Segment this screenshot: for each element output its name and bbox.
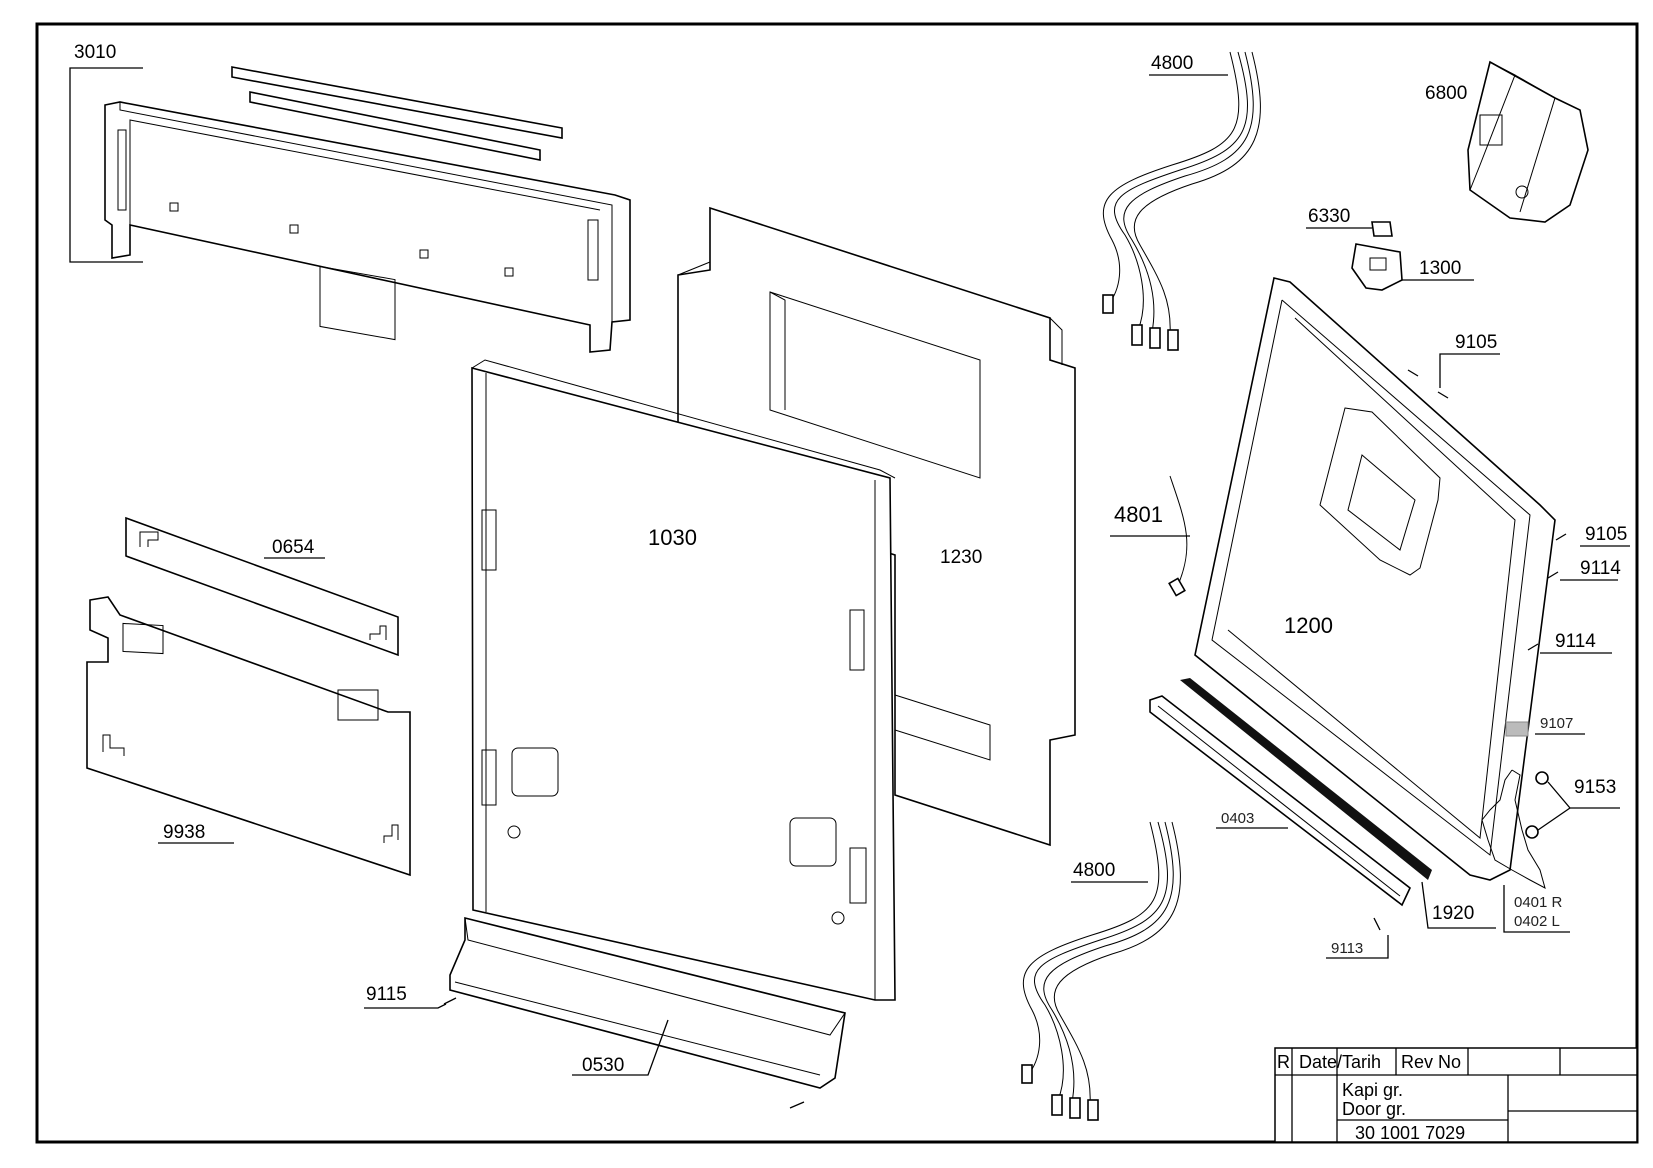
label-1920: 1920	[1432, 903, 1474, 924]
cardboard-panel-part	[86, 596, 411, 877]
label-9938: 9938	[163, 822, 205, 843]
bottom-strip-part	[449, 916, 846, 1089]
door-lock-part	[1351, 221, 1403, 291]
label-4800-top: 4800	[1151, 53, 1193, 74]
title-block-part-number: 30 1001 7029	[1355, 1123, 1465, 1143]
label-9153: 9153	[1574, 777, 1616, 798]
wire-harness-top	[1102, 51, 1261, 351]
label-9114-top: 9114	[1580, 558, 1621, 579]
label-1300: 1300	[1419, 258, 1461, 279]
label-0403: 0403	[1221, 810, 1254, 827]
label-1030: 1030	[648, 525, 697, 550]
inner-door-part	[1194, 277, 1556, 881]
title-block-rev-header: R	[1277, 1052, 1290, 1072]
label-1230: 1230	[940, 547, 982, 568]
title-block-revno-header: Rev No	[1401, 1052, 1461, 1072]
control-panel-part	[69, 66, 631, 353]
screw-icon	[1407, 369, 1567, 651]
label-9105-top: 9105	[1455, 332, 1497, 353]
label-4801: 4801	[1114, 502, 1163, 527]
bottom-rail-part	[1149, 695, 1411, 907]
label-3010: 3010	[74, 42, 116, 63]
label-9105-right: 9105	[1585, 524, 1627, 545]
label-0530: 0530	[582, 1055, 624, 1076]
hinge-part	[1481, 769, 1549, 889]
control-module-part	[1467, 60, 1589, 223]
label-1200: 1200	[1284, 613, 1333, 638]
screw-icon	[1373, 917, 1381, 931]
label-6330: 6330	[1308, 206, 1350, 227]
decor-strip-part	[125, 516, 399, 657]
gasket-part	[1180, 678, 1432, 880]
title-block-name-en: Door gr.	[1342, 1099, 1406, 1119]
title-block-name-tr: Kapi gr.	[1342, 1080, 1403, 1100]
label-0654: 0654	[272, 537, 315, 558]
title-block-date-header: Date/Tarih	[1299, 1052, 1381, 1072]
label-4800-bottom: 4800	[1073, 860, 1115, 881]
outer-door-panel-part	[471, 359, 896, 1001]
label-0402: 0402 L	[1514, 913, 1560, 930]
label-6800: 6800	[1425, 83, 1467, 104]
label-0401: 0401 R	[1514, 894, 1563, 911]
screw-icon	[443, 997, 805, 1109]
label-9113: 9113	[1331, 940, 1363, 957]
label-9107: 9107	[1540, 715, 1573, 732]
cable-4801	[1168, 475, 1188, 597]
label-9115: 9115	[366, 984, 407, 1005]
title-block	[1274, 1047, 1638, 1143]
label-9114-bottom: 9114	[1555, 631, 1596, 652]
clip-9107	[1505, 721, 1529, 737]
drawing-frame	[35, 22, 1639, 1144]
wire-harness-bottom	[1021, 821, 1181, 1121]
